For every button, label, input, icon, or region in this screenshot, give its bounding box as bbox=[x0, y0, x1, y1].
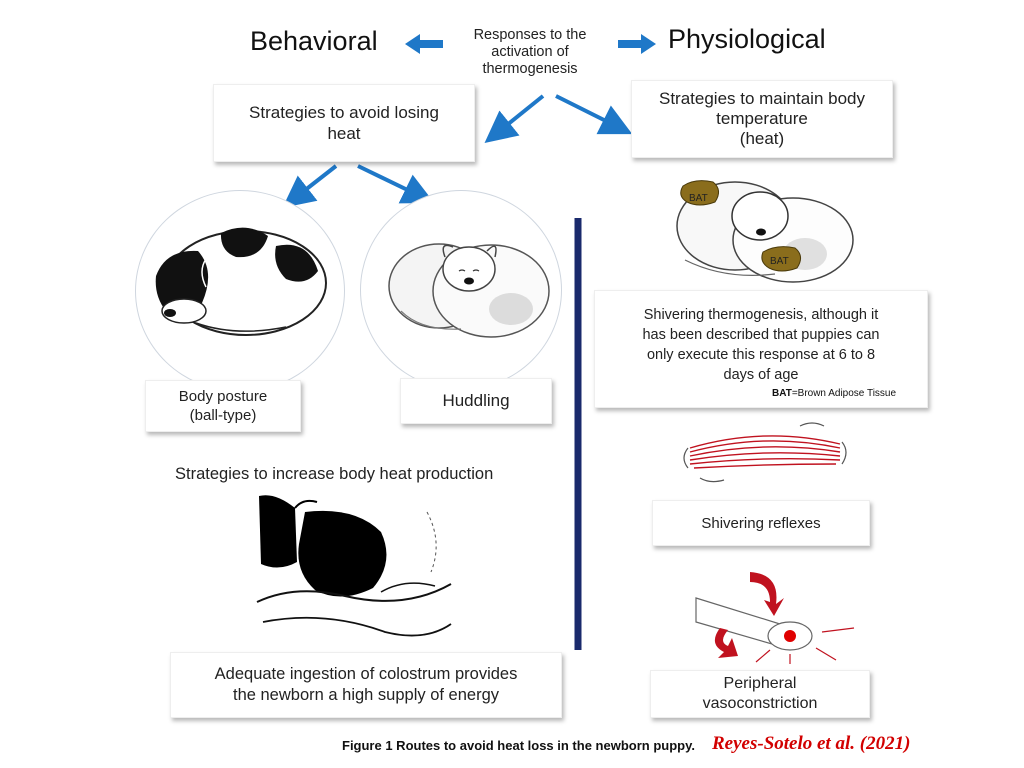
box-line: Adequate ingestion of colostrum provides bbox=[214, 665, 518, 683]
center-title-line: Responses to the bbox=[473, 27, 587, 43]
box-line: (ball-type) bbox=[189, 407, 257, 424]
figure-caption: Figure 1 Routes to avoid heat loss in th… bbox=[342, 738, 695, 753]
maintain-temperature-box: Strategies to maintain body temperature … bbox=[631, 80, 893, 158]
behavioral-heading: Behavioral bbox=[250, 26, 378, 56]
bat-legend-text: =Brown Adipose Tissue bbox=[791, 388, 897, 399]
arrow-to-posture bbox=[282, 164, 338, 208]
box-line: (heat) bbox=[739, 129, 785, 148]
box-line: Strategies to maintain body bbox=[658, 89, 865, 108]
bat-legend-abbrev: BAT bbox=[772, 388, 792, 399]
bat-label-bottom: BAT bbox=[770, 256, 789, 267]
increase-heat-title: Strategies to increase body heat product… bbox=[175, 465, 494, 483]
box-line: heat bbox=[327, 124, 361, 143]
puppy-spotted-illustration bbox=[155, 227, 327, 336]
nursing-puppy-image bbox=[256, 495, 452, 637]
physiological-heading: Physiological bbox=[668, 24, 826, 54]
box-line: the newborn a high supply of energy bbox=[232, 686, 499, 704]
bat-puppy-image bbox=[676, 180, 854, 283]
center-title-line: thermogenesis bbox=[482, 61, 578, 77]
shivering-reflexes-box: Shivering reflexes bbox=[652, 500, 870, 546]
box-line: Body posture bbox=[178, 388, 268, 405]
arrow-to-maintain bbox=[555, 94, 633, 135]
bat-label-top: BAT bbox=[689, 193, 708, 204]
shivering-thermogenesis-box: Shivering thermogenesis, although it has… bbox=[594, 290, 928, 408]
bat-legend: BAT=Brown Adipose Tissue bbox=[772, 388, 896, 399]
box-line: vasoconstriction bbox=[702, 695, 818, 712]
vasoconstriction-image bbox=[695, 572, 855, 664]
muscle-fibers-image bbox=[683, 422, 847, 483]
box-line: temperature bbox=[716, 109, 808, 128]
box-line: Shivering reflexes bbox=[701, 514, 821, 532]
colostrum-box: Adequate ingestion of colostrum provides… bbox=[170, 652, 562, 718]
box-line: Peripheral bbox=[723, 675, 797, 692]
huddling-puppies-image bbox=[360, 190, 562, 390]
bat-marker-bottom bbox=[761, 246, 801, 272]
box-line: only execute this response at 6 to 8 bbox=[646, 347, 876, 363]
box-line: Shivering thermogenesis, although it bbox=[643, 307, 879, 323]
vasoconstriction-box: Peripheral vasoconstriction bbox=[650, 670, 870, 718]
avoid-losing-heat-box: Strategies to avoid losing heat bbox=[213, 84, 475, 162]
huddling-box: Huddling bbox=[400, 378, 552, 424]
arrow-to-avoid bbox=[484, 94, 545, 144]
citation: Reyes-Sotelo et al. (2021) bbox=[712, 733, 911, 754]
box-line: has been described that puppies can bbox=[642, 327, 880, 343]
box-line: days of age bbox=[723, 367, 799, 383]
bat-marker-top bbox=[680, 180, 719, 206]
ball-posture-puppy-image bbox=[135, 190, 345, 392]
box-line: Strategies to avoid losing bbox=[249, 103, 439, 122]
puppies-huddling-illustration bbox=[388, 243, 550, 338]
arrow-to-huddling bbox=[357, 164, 435, 204]
right-block-arrow bbox=[618, 34, 656, 54]
box-line: Huddling bbox=[442, 391, 510, 410]
body-posture-box: Body posture (ball-type) bbox=[145, 380, 301, 432]
center-title: Responses to the activation of thermogen… bbox=[452, 27, 608, 78]
center-title-line: activation of bbox=[491, 44, 569, 60]
left-block-arrow bbox=[405, 34, 443, 54]
